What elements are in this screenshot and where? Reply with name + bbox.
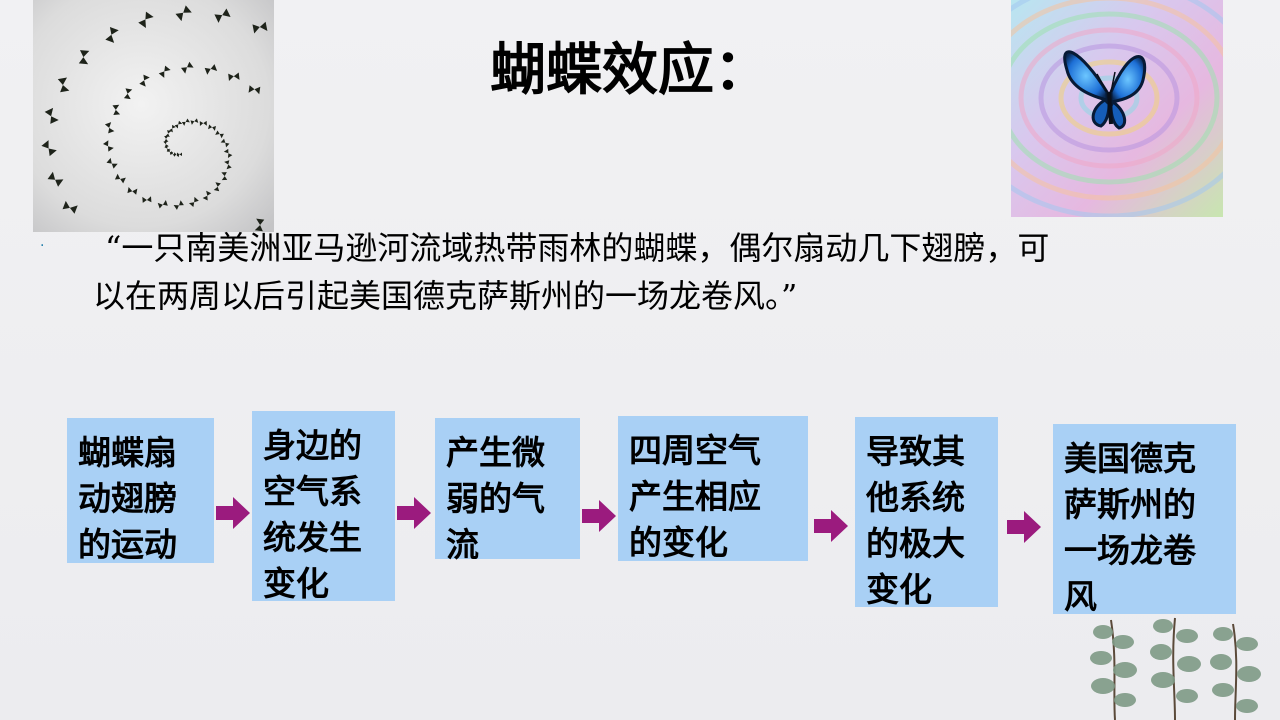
flow-step-line: 四周空气	[629, 431, 761, 470]
right-arrow-icon	[216, 497, 250, 529]
eucalyptus-leaves-decoration	[1090, 617, 1261, 720]
quote-line: 以在两周以后引起美国德克萨斯州的一场龙卷风。”	[93, 277, 798, 315]
butterfly-icon	[41, 140, 57, 157]
flow-step-line: 产生微	[446, 433, 545, 472]
blue-butterfly-ripple-image	[1011, 0, 1223, 217]
butterfly-icon	[175, 5, 192, 22]
butterfly-icon	[224, 160, 232, 170]
butterfly-effect-quote: “一只南美洲亚马逊河流域热带雨林的蝴蝶，偶尔扇动几下翅膀，可 以在两周以后引起美…	[93, 224, 1223, 320]
butterfly-icon	[138, 11, 154, 28]
butterfly-icon	[163, 140, 169, 148]
butterfly-icon	[248, 85, 261, 95]
butterfly-icon	[123, 88, 133, 100]
butterfly-icon	[181, 118, 190, 126]
butterfly-icon	[165, 130, 172, 138]
butterfly-icon	[142, 196, 152, 203]
butterfly-icon	[62, 200, 78, 214]
butterfly-icon	[105, 27, 119, 43]
flow-step-line: 风	[1064, 577, 1097, 616]
butterfly-icon	[214, 8, 231, 23]
butterfly-icon	[228, 72, 240, 81]
butterfly-icon	[173, 152, 180, 158]
flow-step-line: 蝴蝶扇	[78, 433, 177, 472]
butterfly-icon	[169, 124, 176, 133]
flow-step-line: 变化	[263, 564, 329, 603]
butterfly-icon	[252, 21, 268, 34]
butterfly-icon	[254, 218, 265, 232]
butterfly-icon	[47, 171, 64, 187]
butterfly-icon	[223, 148, 233, 158]
flow-step-box: 美国德克 萨斯州的 一场龙卷 风	[1053, 424, 1236, 616]
flow-step-line: 统发生	[263, 518, 362, 557]
butterfly-icon	[78, 50, 90, 65]
quote-line: “一只南美洲亚马逊河流域热带雨林的蝴蝶，偶尔扇动几下翅膀，可	[105, 229, 1050, 267]
butterfly-icon	[220, 138, 230, 148]
butterfly-icon	[215, 130, 224, 139]
right-arrow-icon	[814, 510, 848, 542]
flow-step-line: 的极大	[866, 524, 965, 563]
butterfly-icon	[158, 65, 171, 78]
butterfly-icon	[208, 124, 216, 131]
flow-step-line: 一场龙卷	[1064, 531, 1196, 570]
flow-step-box: 身边的 空气系 统发生 变化	[252, 411, 395, 603]
flow-step-line: 的运动	[78, 525, 177, 564]
flow-step-line: 空气系	[263, 472, 362, 511]
butterfly-icon	[181, 61, 194, 74]
butterfly-icon	[139, 74, 150, 87]
right-arrow-icon	[397, 497, 431, 529]
butterfly-icon	[1063, 50, 1147, 130]
flow-step-box: 蝴蝶扇 动翅膀 的运动	[67, 418, 214, 564]
flow-step-box: 四周空气 产生相应 的变化	[618, 416, 808, 562]
butterfly-icon	[106, 157, 118, 169]
butterfly-icon	[213, 182, 221, 192]
butterfly-icon	[202, 190, 212, 201]
right-arrow-icon	[1007, 511, 1041, 543]
flow-step-line: 美国德克	[1064, 439, 1196, 478]
flow-step-line: 流	[446, 525, 479, 564]
butterfly-icon	[44, 107, 59, 124]
butterfly-icon	[188, 196, 199, 207]
butterfly-icon	[221, 172, 228, 181]
butterfly-icon	[104, 122, 115, 134]
butterfly-icon	[204, 64, 218, 75]
slide-title: 蝴蝶效应：	[490, 37, 770, 103]
butterfly-icon	[57, 77, 70, 93]
butterfly-icon	[164, 135, 169, 142]
flow-step-line: 动翅膀	[78, 479, 177, 518]
flow-step-line: 变化	[866, 570, 932, 609]
butterfly-icon	[190, 118, 199, 125]
flow-step-box: 产生微 弱的气 流	[435, 418, 580, 564]
flow-step-line: 他系统	[866, 478, 965, 517]
butterfly-icon	[199, 120, 207, 126]
butterfly-icon	[102, 140, 114, 152]
right-arrow-icon	[582, 500, 616, 532]
butterfly-spiral-image	[33, 0, 274, 232]
flow-step-line: 萨斯州的	[1064, 485, 1196, 524]
butterfly-icon	[157, 200, 168, 209]
butterfly-icon	[127, 186, 138, 195]
flow-step-box: 导致其 他系统 的极大 变化	[855, 417, 998, 609]
bullet-marker: ·	[40, 238, 45, 254]
butterfly-icon	[114, 173, 126, 184]
flow-step-line: 产生相应	[629, 477, 761, 516]
flow-step-line: 的变化	[629, 523, 728, 562]
butterfly-icon	[174, 120, 183, 129]
flow-step-line: 身边的	[263, 426, 362, 465]
butterfly-icon	[112, 104, 121, 115]
flow-step-line: 弱的气	[446, 479, 545, 518]
butterfly-icon	[173, 200, 184, 210]
flow-step-line: 导致其	[866, 432, 965, 471]
